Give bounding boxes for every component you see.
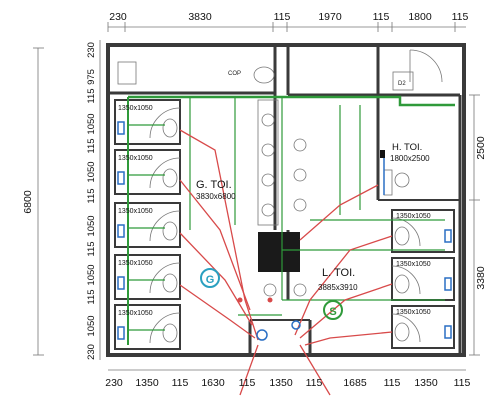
ladies-symbol: S [329,306,336,318]
ladies-room-name: L. TOI. [322,267,355,279]
duct-block [258,232,300,272]
handicap-room-name: H. TOI. [392,142,422,153]
room-symbols: G S [200,268,343,320]
stall-right-1-size: 1350x1050 [396,213,431,220]
dim-top-6: 1800 [408,11,432,23]
gents-symbol: G [206,274,215,286]
dim-left-overall: 6800 [22,190,34,214]
dim-top-2: 3830 [188,11,212,23]
dim-bottom-1: 230 [105,377,123,389]
ladies-symbol-icon [323,300,343,320]
cop-tag: COP [228,71,241,77]
dim-left-13: 230 [86,344,97,360]
dim-left-5: 115 [86,138,97,153]
stall-left-4-size: 1350x1050 [118,260,153,267]
dim-right-1: 2500 [475,136,487,160]
dim-bottom-2: 1350 [135,377,159,389]
stall-left-1-size: 1350x1050 [118,105,153,112]
handicap-toilet-fixtures [380,49,443,196]
drainage-lines [179,129,393,396]
dim-bottom-9: 115 [384,377,401,389]
dim-bottom-8: 1685 [343,377,367,389]
gents-room-size: 3830x6800 [196,192,236,201]
dim-top-4: 1970 [318,11,342,23]
top-dimensions: 230 3830 115 1970 115 1800 115 [109,11,468,23]
ladies-room-size: 3885x3910 [318,283,358,292]
dim-bottom-10: 1350 [414,377,438,389]
dim-left-1: 230 [86,42,97,58]
wash-fixtures [237,297,301,341]
left-stalls [114,99,181,350]
dim-top-7: 115 [452,11,469,23]
dim-left-6: 1050 [86,161,97,182]
dim-bottom-6: 1350 [269,377,293,389]
stall-left-5-size: 1350x1050 [118,310,153,317]
gents-symbol-icon [200,268,220,288]
dim-left-11: 115 [86,289,97,304]
urinals [257,99,307,297]
dim-bottom-4: 1630 [201,377,225,389]
stall-right-3-size: 1350x1050 [396,309,431,316]
dim-left-9: 115 [86,241,97,256]
dimension-lines [33,22,480,371]
dim-left-7: 115 [86,188,97,203]
dim-bottom-11: 115 [454,377,471,389]
stall-left-3-size: 1350x1050 [118,208,153,215]
left-dimensions: 230 975 115 1050 115 1050 115 1050 115 1… [86,42,97,360]
dim-left-2: 975 [86,69,97,85]
walls [106,43,466,357]
dim-left-4: 1050 [86,113,97,134]
dim-top-5: 115 [373,11,390,23]
dim-left-10: 1050 [86,264,97,285]
dim-bottom-3: 115 [172,377,189,389]
door-tag: D2 [398,81,406,87]
dim-left-12: 1050 [86,315,97,336]
water-supply-lines [127,95,455,345]
stall-right-2-size: 1350x1050 [396,261,431,268]
dim-bottom-5: 115 [239,377,256,389]
right-stall-labels: 1350x1050 1350x1050 1350x1050 [396,213,431,316]
dim-right-2: 3380 [475,266,487,290]
handicap-room-size: 1800x2500 [390,154,430,163]
shaft [117,61,414,91]
dim-left-3: 115 [86,88,97,103]
floor-trap-icon [380,150,385,158]
dim-top-3: 115 [274,11,291,23]
bottom-dimensions: 230 1350 115 1630 115 1350 115 1685 115 … [105,377,470,389]
stall-left-2-size: 1350x1050 [118,155,153,162]
dim-bottom-7: 115 [306,377,323,389]
right-stalls [391,209,455,349]
dim-top-1: 230 [109,11,127,23]
gents-room-name: G. TOI. [196,179,232,191]
dim-left-8: 1050 [86,215,97,236]
left-stall-labels: 1350x1050 1350x1050 1350x1050 1350x1050 … [118,105,153,317]
